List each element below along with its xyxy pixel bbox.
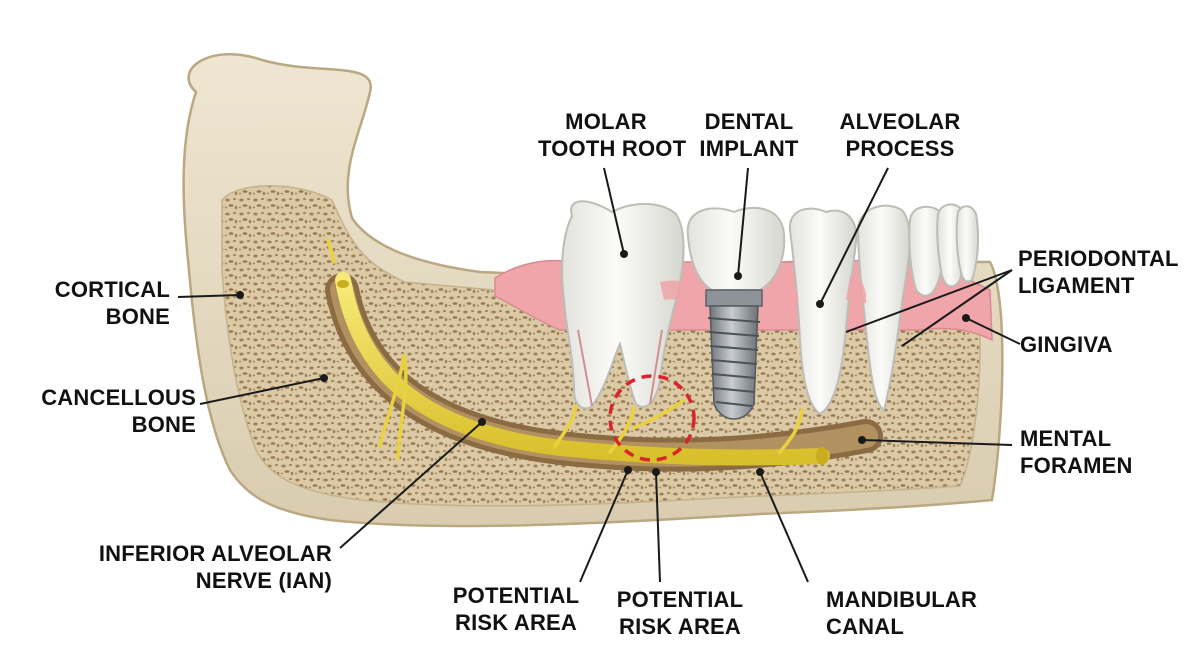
label-alveolar-process: ALVEOLAR PROCESS [839, 109, 961, 161]
leader-lines [177, 167, 1021, 583]
premolar-tooth-shape [788, 207, 858, 416]
molar-tooth-shape [561, 200, 685, 410]
label-periodontal-ligament: PERIODONTAL LIGAMENT [1018, 246, 1179, 298]
label-molar-tooth-root: MOLAR TOOTH ROOT [538, 109, 687, 161]
label-mandibular-canal: MANDIBULAR CANAL [826, 587, 978, 639]
label-mental-foramen: MENTAL FORAMEN [1020, 426, 1133, 478]
label-inferior-alveolar-nerve: INFERIOR ALVEOLAR NERVE (IAN) [98, 541, 332, 593]
label-cancellous-bone: CANCELLOUS BONE [41, 385, 196, 437]
nerve-shape [335, 272, 830, 466]
risk-circle [608, 374, 696, 462]
dental-implant-shape [686, 206, 786, 420]
label-dental-implant: DENTAL IMPLANT [699, 109, 799, 161]
label-potential-risk-area-2: POTENTIAL RISK AREA [616, 587, 744, 639]
label-cortical-bone: CORTICAL BONE [54, 277, 170, 329]
label-potential-risk-area-1: POTENTIAL RISK AREA [452, 583, 580, 635]
label-gingiva: GINGIVA [1020, 332, 1113, 357]
